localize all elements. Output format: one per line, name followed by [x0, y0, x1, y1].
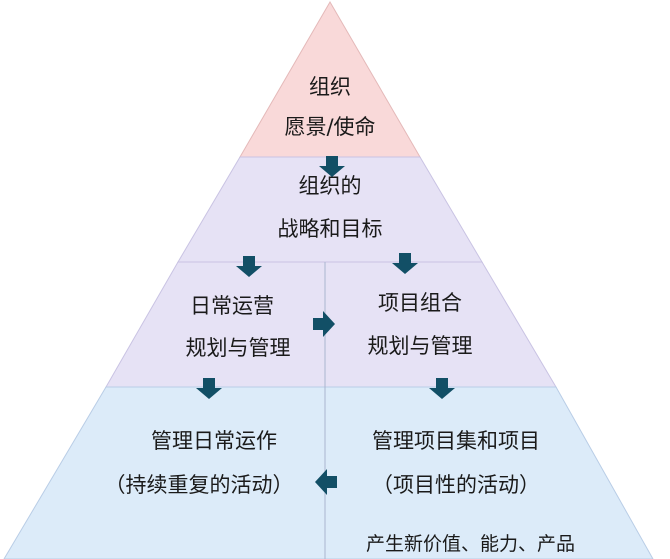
operations-execution-line1: 管理日常运作 [151, 429, 277, 453]
portfolio-planning-line1: 项目组合 [378, 291, 462, 315]
arrow-left-icon [315, 469, 337, 495]
operations-execution-line2: （持续重复的活动） [105, 473, 294, 497]
project-execution-note: 产生新价值、能力、产品 [366, 533, 575, 555]
arrow-down-icon [236, 256, 262, 277]
operations-planning-line2: 规划与管理 [186, 336, 291, 360]
operations-planning-line1: 日常运营 [190, 294, 274, 318]
arrow-down-icon [319, 156, 345, 177]
arrow-right-icon [313, 311, 335, 337]
tier-execution-band [3, 386, 654, 559]
arrow-down-icon [196, 378, 222, 399]
vision-line2: 愿景/使命 [284, 115, 375, 139]
strategy-line1: 组织的 [299, 174, 362, 198]
vision-line1: 组织 [309, 75, 351, 99]
strategy-line2: 战略和目标 [278, 217, 383, 241]
project-execution-line1: 管理项目集和项目 [372, 429, 540, 453]
portfolio-planning-line2: 规划与管理 [368, 334, 473, 358]
arrow-down-icon [392, 253, 418, 274]
project-execution-line2: （项目性的活动） [372, 473, 540, 497]
arrow-down-icon [429, 378, 455, 399]
